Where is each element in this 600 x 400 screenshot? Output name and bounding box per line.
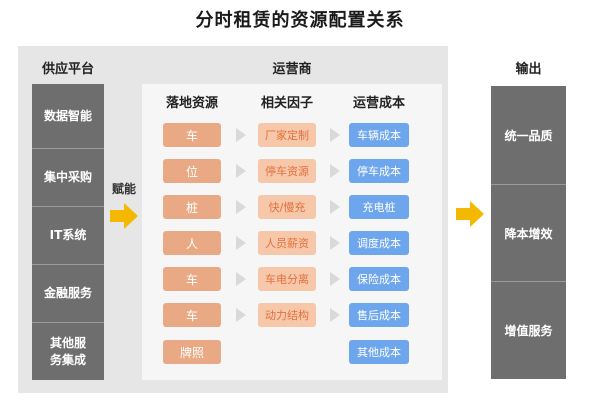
cost-parking: 停车成本 xyxy=(349,159,409,183)
supply-item-data-intelligence: 数据智能 xyxy=(43,108,92,123)
arrow-right-icon xyxy=(236,236,246,250)
arrow-right-icon xyxy=(330,164,340,178)
supply-item-other-services: 其他服 务集成 xyxy=(32,322,104,380)
factor-power-structure: 动力结构 xyxy=(258,303,316,327)
header-output: 输出 xyxy=(515,62,542,77)
header-supply: 供应平台 xyxy=(41,62,94,77)
supply-item-it-system: IT系统 xyxy=(32,206,104,264)
cost-charging-pile: 充电桩 xyxy=(349,195,409,219)
header-costs: 运营成本 xyxy=(352,96,405,111)
resource-car: 车 xyxy=(163,303,221,327)
header-resources: 落地资源 xyxy=(165,96,218,111)
output-cost-efficiency: 降本增效 xyxy=(491,184,566,281)
header-operator: 运营商 xyxy=(272,62,312,77)
resource-car: 车 xyxy=(163,267,221,291)
empower-arrow-icon xyxy=(110,203,138,229)
output-value-added-service: 增值服务 xyxy=(491,281,566,379)
resource-parking-spot: 位 xyxy=(163,159,221,183)
arrow-right-icon xyxy=(330,128,340,142)
factor-staff-salary: 人员薪资 xyxy=(258,231,316,255)
arrow-right-icon xyxy=(330,308,340,322)
page-title: 分时租赁的资源配置关系 xyxy=(195,10,405,31)
factor-parking-resource: 停车资源 xyxy=(258,159,316,183)
arrow-right-icon xyxy=(236,128,246,142)
arrow-right-icon xyxy=(236,272,246,286)
arrow-right-icon xyxy=(236,164,246,178)
factor-battery-separation: 车电分离 xyxy=(258,267,316,291)
supply-item-other-line1: 其他服 xyxy=(49,335,86,350)
factor-oem-custom: 厂家定制 xyxy=(258,123,316,147)
cost-other: 其他成本 xyxy=(349,340,409,364)
arrow-right-icon xyxy=(236,200,246,214)
output-column: 统一品质 降本增效 增值服务 xyxy=(491,86,566,379)
supply-item-other-line2: 务集成 xyxy=(49,352,86,367)
factor-fast-slow-charge: 快/慢充 xyxy=(258,195,316,219)
empower-label: 赋能 xyxy=(111,182,136,196)
resource-people: 人 xyxy=(163,231,221,255)
output-unified-quality: 统一品质 xyxy=(504,128,553,143)
supply-item-financial-service: 金融服务 xyxy=(32,264,104,322)
arrow-right-icon xyxy=(330,236,340,250)
output-arrow-icon xyxy=(456,201,484,227)
resource-license-plate: 牌照 xyxy=(163,340,221,364)
arrow-right-icon xyxy=(236,308,246,322)
cost-insurance: 保险成本 xyxy=(349,267,409,291)
header-factors: 相关因子 xyxy=(260,96,313,111)
arrow-right-icon xyxy=(330,200,340,214)
supply-platform-column: 数据智能 集中采购 IT系统 金融服务 其他服 务集成 xyxy=(32,84,104,380)
arrow-right-icon xyxy=(330,272,340,286)
resource-charging-pile: 桩 xyxy=(163,195,221,219)
cost-vehicle: 车辆成本 xyxy=(349,123,409,147)
resource-car: 车 xyxy=(163,123,221,147)
cost-after-sales: 售后成本 xyxy=(349,303,409,327)
supply-item-central-purchasing: 集中采购 xyxy=(32,148,104,206)
cost-dispatch: 调度成本 xyxy=(349,231,409,255)
